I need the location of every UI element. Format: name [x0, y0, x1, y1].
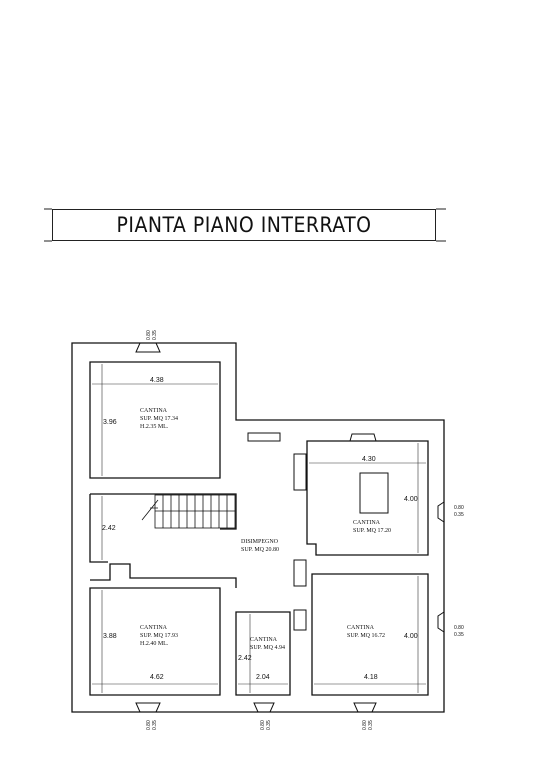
- win-right-lower-a: 0.80: [454, 625, 464, 631]
- stair-wall: [89, 494, 108, 563]
- room-name: CANTINA: [347, 625, 375, 631]
- room-area: SUP. MQ 17.20: [353, 528, 391, 534]
- win-right-lower-b: 0.35: [454, 632, 464, 638]
- room-top-left-wall: [89, 361, 221, 479]
- room-top-right-wall: [306, 440, 429, 556]
- column: [293, 453, 307, 491]
- room-label-bottom-right: CANTINA SUP. MQ 16.72: [347, 625, 385, 639]
- column: [293, 609, 307, 631]
- room-bottom-left-wall: [89, 587, 221, 696]
- stair-wall: [90, 493, 237, 530]
- room-small-wall: [235, 611, 291, 696]
- room-label-top-left: CANTINA SUP. MQ 17.34 H.2.35 ML.: [140, 408, 178, 430]
- window-stubs: [135, 342, 445, 713]
- dimension-lines: [92, 364, 426, 693]
- room-name: CANTINA: [353, 520, 381, 526]
- dim-small-width: 2.04: [256, 674, 270, 681]
- dim-br-width: 4.18: [364, 674, 378, 681]
- room-area: SUP. MQ 4.94: [250, 645, 285, 651]
- win-bottom-mid-a: 0.80: [260, 720, 266, 730]
- dim-stair-height: 2.42: [102, 525, 116, 532]
- room-area: SUP. MQ 16.72: [347, 633, 385, 639]
- win-bottom-right-b: 0.35: [368, 720, 374, 730]
- win-right-upper-b: 0.35: [454, 512, 464, 518]
- room-name: CANTINA: [250, 637, 278, 643]
- room-area: SUP. MQ 20.80: [241, 547, 279, 553]
- room-bottom-right-wall: [311, 573, 429, 696]
- win-bottom-right-a: 0.80: [362, 720, 368, 730]
- win-top-a: 0.80: [146, 330, 152, 340]
- room-label-bottom-left: CANTINA SUP. MQ 17.93 H.2.40 ML.: [140, 625, 178, 647]
- room-label-corridor: DISIMPEGNO SUP. MQ 20.80: [241, 539, 279, 553]
- room-label-small: CANTINA SUP. MQ 4.94: [250, 637, 285, 651]
- plan-title: PIANTA PIANO INTERRATO: [116, 213, 372, 237]
- chimney: [247, 432, 281, 442]
- column: [293, 559, 307, 587]
- room-label-top-right: CANTINA SUP. MQ 17.20: [353, 520, 391, 534]
- dim-bl-height: 3.88: [103, 633, 117, 640]
- dim-tr-height: 4.00: [404, 496, 418, 503]
- staircase: [141, 494, 236, 529]
- room-height: H.2.40 ML.: [140, 641, 169, 647]
- room-height: H.2.35 ML.: [140, 424, 169, 430]
- title-frame: PIANTA PIANO INTERRATO: [52, 209, 436, 241]
- skylight: [359, 472, 389, 514]
- room-name: CANTINA: [140, 625, 168, 631]
- win-bottom-left-b: 0.35: [152, 720, 158, 730]
- win-bottom-mid-b: 0.35: [266, 720, 272, 730]
- outer-wall: [71, 342, 445, 713]
- dim-bl-width: 4.62: [150, 674, 164, 681]
- win-right-upper-a: 0.80: [454, 505, 464, 511]
- room-area: SUP. MQ 17.34: [140, 416, 178, 422]
- dim-tl-height: 3.96: [103, 419, 117, 426]
- dim-tr-width: 4.30: [362, 456, 376, 463]
- win-bottom-left-a: 0.80: [146, 720, 152, 730]
- dim-small-height: 2.42: [238, 655, 252, 662]
- dim-br-height: 4.00: [404, 633, 418, 640]
- corridor-wall: [90, 563, 237, 588]
- win-top-b: 0.35: [152, 330, 158, 340]
- room-name: DISIMPEGNO: [241, 539, 279, 545]
- room-name: CANTINA: [140, 408, 168, 414]
- dim-tl-width: 4.38: [150, 377, 164, 384]
- room-area: SUP. MQ 17.93: [140, 633, 178, 639]
